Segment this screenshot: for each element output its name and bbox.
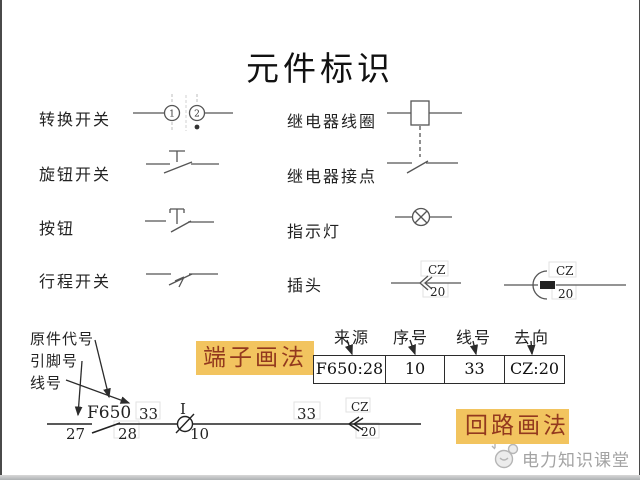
terminal-cell-wire: 33 <box>445 355 505 384</box>
transfer-contact-1: 1 <box>169 110 175 120</box>
plug-mated-pin: 20 <box>558 287 574 301</box>
page-title: 元件标识 <box>246 49 394 88</box>
circuit-wire-right: 33 <box>297 405 317 423</box>
transfer-contact-2: 2 <box>194 110 200 120</box>
terminal-cell-source: F650:28 <box>313 355 386 384</box>
plug-mated-name: CZ <box>556 264 574 278</box>
terminal-header-destination: 去向 <box>514 328 551 347</box>
indicator-lamp-symbol <box>395 207 452 227</box>
circuit-lamp-pin: 10 <box>190 425 210 443</box>
annotation-wire-no: 线号 <box>30 374 63 392</box>
watermark-logo-icon <box>491 443 519 469</box>
plug-socket-name: CZ <box>428 263 446 277</box>
terminal-method-badge: 端子画法 <box>196 341 314 375</box>
circuit-plug-name: CZ <box>351 400 369 414</box>
transfer-switch-symbol: 1 2 <box>133 94 233 132</box>
legend-label-indicator-lamp: 指示灯 <box>287 222 342 241</box>
terminal-header-serial: 序号 <box>393 328 430 347</box>
annotation-pin-no: 引脚号 <box>30 352 79 370</box>
circuit-pin-right: 28 <box>118 425 138 443</box>
push-button-symbol <box>145 208 214 233</box>
relay-coil-symbol <box>387 100 462 157</box>
legend-label-plug: 插头 <box>287 276 324 295</box>
legend-label-knob-switch: 旋钮开关 <box>39 165 112 184</box>
annotation-device-code: 原件代号 <box>30 330 95 348</box>
circuit-wire-left: 33 <box>139 405 159 423</box>
terminal-cell-destination: CZ:20 <box>505 355 565 384</box>
legend-label-relay-contact: 继电器接点 <box>287 167 378 186</box>
terminal-table: F650:28 10 33 CZ:20 <box>313 355 565 384</box>
plug-socket-symbol <box>391 260 461 298</box>
circuit-pin-left: 27 <box>66 425 86 443</box>
terminal-cell-serial: 10 <box>386 355 445 384</box>
legend-label-transfer-switch: 转换开关 <box>39 110 112 129</box>
plug-mated-symbol <box>504 261 626 300</box>
legend-label-travel-switch: 行程开关 <box>39 272 112 291</box>
travel-switch-symbol <box>146 273 218 288</box>
right-edge-border <box>638 0 640 480</box>
legend-label-relay-coil: 继电器线圈 <box>287 112 378 131</box>
bottom-edge-border <box>0 475 640 480</box>
circuit-linework <box>47 397 421 439</box>
circuit-plug-pin: 20 <box>361 425 377 439</box>
terminal-header-arrows <box>344 339 536 356</box>
knob-switch-symbol <box>146 150 219 174</box>
terminal-header-wire: 线号 <box>456 328 493 347</box>
left-edge-border <box>0 0 2 480</box>
circuit-lamp-id: I <box>180 400 186 418</box>
relay-contact-symbol <box>387 160 458 174</box>
loop-method-badge: 回路画法 <box>456 409 569 444</box>
plug-socket-pin: 20 <box>430 285 446 299</box>
circuit-device: F650 <box>87 403 132 423</box>
terminal-header-source: 来源 <box>334 328 371 347</box>
watermark-text: 电力知识课堂 <box>522 451 630 471</box>
annotation-arrows <box>65 339 131 417</box>
legend-label-push-button: 按钮 <box>39 219 76 238</box>
